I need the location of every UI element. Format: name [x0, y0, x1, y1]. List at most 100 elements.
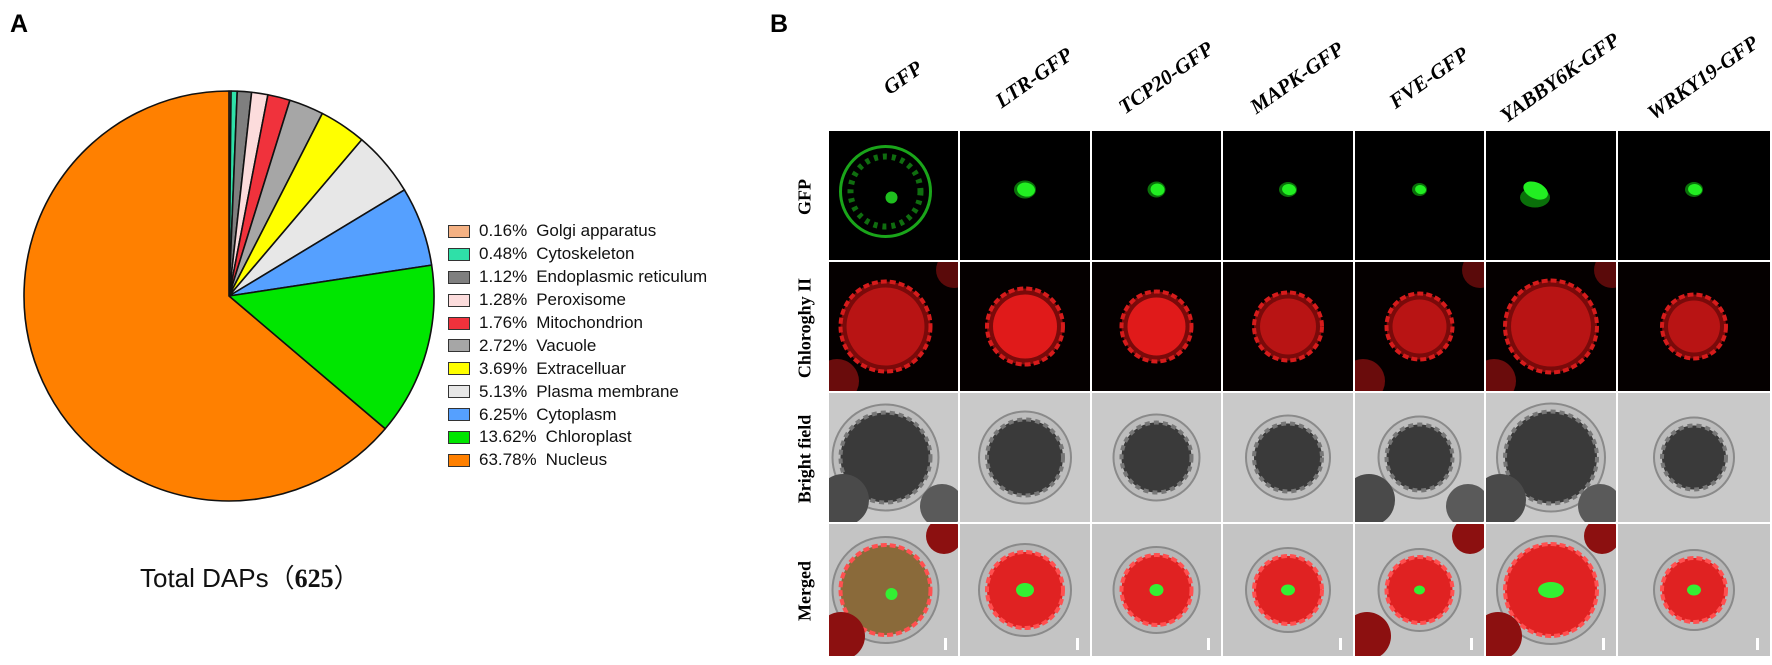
- total-close: ）: [333, 563, 360, 593]
- column-label-ltr-gfp: LTR-GFP: [990, 42, 1077, 113]
- total-label: Total DAPs（: [140, 563, 295, 593]
- row-label-merged: Merged: [794, 561, 815, 621]
- legend-swatch: [448, 385, 470, 399]
- micrograph-merged-gfp: [829, 524, 958, 656]
- legend-swatch: [448, 339, 470, 353]
- micrograph-bright-field-fve-gfp: [1355, 393, 1484, 522]
- legend-item: 1.28% Peroxisome: [448, 289, 707, 312]
- micrograph-bright-field-yabby6k-gfp: [1486, 393, 1616, 522]
- legend-percent: 5.13%: [479, 381, 528, 401]
- micrograph-merged-fve-gfp: [1355, 524, 1484, 656]
- legend-swatch: [448, 453, 470, 467]
- legend-swatch: [448, 316, 470, 330]
- micrograph-chlorophyll-yabby6k-gfp: [1486, 262, 1616, 391]
- legend-label: Cytoskeleton: [536, 244, 635, 264]
- pie-slice-nucleus: [23, 90, 386, 502]
- micrograph-merged-yabby6k-gfp: [1486, 524, 1616, 656]
- micrograph-merged-ltr-gfp: [960, 524, 1090, 656]
- scale-bar: [1470, 638, 1473, 650]
- legend-label: Cytoplasm: [536, 404, 617, 424]
- scale-bar: [1756, 638, 1759, 650]
- legend-item: 0.48% Cytoskeleton: [448, 243, 707, 266]
- scale-bar: [1076, 638, 1079, 650]
- micrograph-gfp-gfp: [829, 131, 958, 260]
- legend-item: 3.69% Extracelluar: [448, 357, 707, 380]
- legend-percent: 1.28%: [479, 290, 528, 310]
- total-daps: Total DAPs（625）: [140, 558, 360, 595]
- micrograph-chlorophyll-tcp20-gfp: [1092, 262, 1221, 391]
- micrograph-merged-mapk-gfp: [1223, 524, 1353, 656]
- legend-label: Vacuole: [536, 335, 597, 355]
- panel-b-label: B: [770, 10, 789, 38]
- micrograph-bright-field-gfp: [829, 393, 958, 522]
- micrograph-bright-field-mapk-gfp: [1223, 393, 1353, 522]
- legend-percent: 1.76%: [479, 313, 528, 332]
- micrograph-chlorophyll-mapk-gfp: [1223, 262, 1353, 391]
- legend-item: 5.13% Plasma membrane: [448, 380, 707, 403]
- row-label-bright-field: Bright field: [794, 414, 815, 503]
- legend-item: 1.12% Endoplasmic reticulum: [448, 266, 707, 289]
- micrograph-gfp-yabby6k-gfp: [1486, 131, 1616, 260]
- legend-label: Nucleus: [545, 450, 608, 470]
- pie-slice-chloroplast: [228, 264, 435, 430]
- scale-bar: [1207, 638, 1210, 650]
- panel-a-label: A: [10, 10, 29, 38]
- legend-percent: 2.72%: [479, 335, 528, 355]
- microscopy-grid: [829, 131, 1772, 658]
- micrograph-bright-field-wrky19-gfp: [1618, 393, 1770, 522]
- legend-swatch: [448, 408, 470, 422]
- micrograph-chlorophyll-wrky19-gfp: [1618, 262, 1770, 391]
- legend-percent: 0.16%: [479, 221, 528, 241]
- legend-label: Endoplasmic reticulum: [536, 267, 708, 287]
- micrograph-gfp-mapk-gfp: [1223, 131, 1353, 260]
- column-label-fve-gfp: FVE-GFP: [1384, 41, 1473, 114]
- micrograph-gfp-ltr-gfp: [960, 131, 1090, 260]
- micrograph-gfp-wrky19-gfp: [1618, 131, 1770, 260]
- legend-percent: 63.78%: [479, 450, 537, 470]
- total-count: 625: [294, 564, 334, 593]
- micrograph-gfp-fve-gfp: [1355, 131, 1484, 260]
- legend-label: Mitochondrion: [536, 313, 643, 332]
- legend-item: 1.76% Mitochondrion: [448, 312, 707, 335]
- column-label-wrky19-gfp: WRKY19-GFP: [1642, 30, 1763, 125]
- micrograph-bright-field-ltr-gfp: [960, 393, 1090, 522]
- micrograph-merged-tcp20-gfp: [1092, 524, 1221, 656]
- scale-bar: [1339, 638, 1342, 650]
- legend-swatch: [448, 247, 470, 261]
- micrograph-chlorophyll-fve-gfp: [1355, 262, 1484, 391]
- legend-swatch: [448, 224, 470, 238]
- column-label-gfp: GFP: [878, 55, 927, 100]
- legend-swatch: [448, 293, 470, 307]
- legend-label: Golgi apparatus: [536, 221, 657, 241]
- pie-chart: [23, 90, 435, 502]
- legend-percent: 13.62%: [479, 427, 537, 447]
- row-label-chloroghy-ii: Chloroghy II: [794, 277, 815, 378]
- micrograph-chlorophyll-gfp: [829, 262, 958, 391]
- legend-item: 2.72% Vacuole: [448, 334, 707, 357]
- legend-percent: 0.48%: [479, 244, 528, 264]
- legend-label: Peroxisome: [536, 290, 626, 310]
- column-label-tcp20-gfp: TCP20-GFP: [1113, 36, 1218, 119]
- legend-item: 6.25% Cytoplasm: [448, 403, 707, 426]
- micrograph-bright-field-tcp20-gfp: [1092, 393, 1221, 522]
- legend-item: 63.78% Nucleus: [448, 449, 707, 472]
- legend-label: Extracelluar: [536, 358, 626, 378]
- legend-percent: 6.25%: [479, 404, 528, 424]
- legend-percent: 3.69%: [479, 358, 528, 378]
- legend-swatch: [448, 270, 470, 284]
- column-label-yabby6k-gfp: YABBY6K-GFP: [1495, 27, 1624, 128]
- column-label-mapk-gfp: MAPK-GFP: [1245, 36, 1349, 119]
- legend-item: 13.62% Chloroplast: [448, 426, 707, 449]
- legend-label: Plasma membrane: [536, 381, 679, 401]
- micrograph-gfp-tcp20-gfp: [1092, 131, 1221, 260]
- micrograph-merged-wrky19-gfp: [1618, 524, 1770, 656]
- legend-label: Chloroplast: [545, 427, 632, 447]
- legend-percent: 1.12%: [479, 267, 528, 287]
- legend-swatch: [448, 362, 470, 376]
- scale-bar: [944, 638, 947, 650]
- legend-item: 0.16% Golgi apparatus: [448, 220, 707, 243]
- micrograph-chlorophyll-ltr-gfp: [960, 262, 1090, 391]
- legend-swatch: [448, 430, 470, 444]
- row-label-gfp: GFP: [794, 178, 815, 215]
